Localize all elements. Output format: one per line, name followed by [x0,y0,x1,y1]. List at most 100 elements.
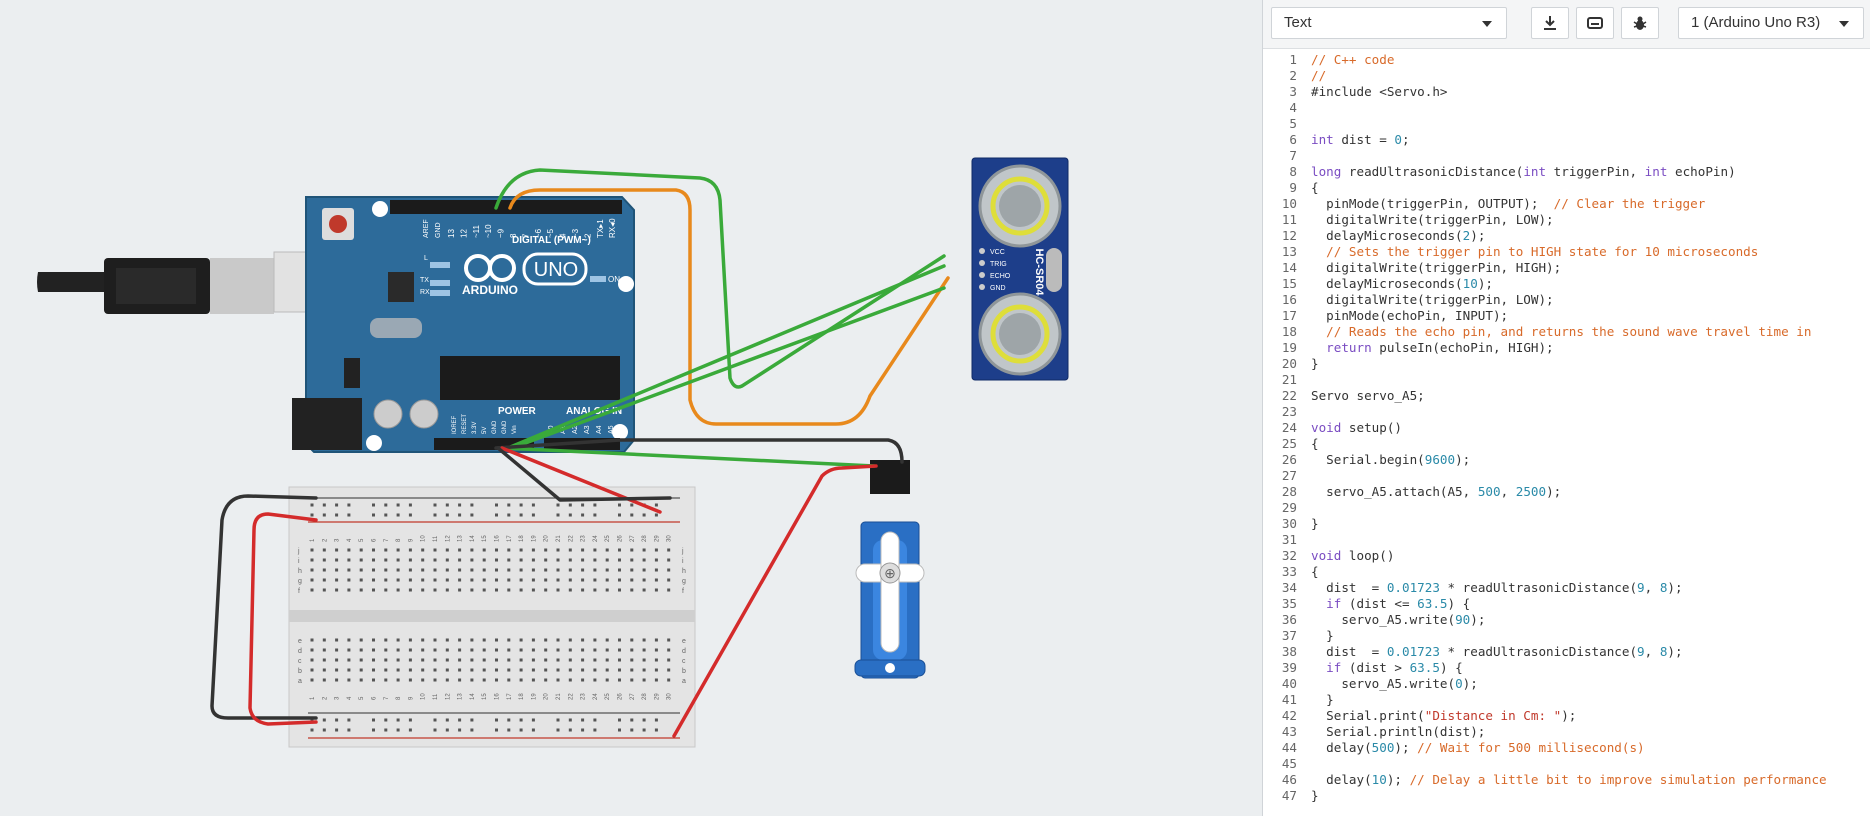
code-line[interactable]: ​ [1311,500,1827,516]
code-line[interactable]: delayMicroseconds(10); [1311,276,1827,292]
breadboard-column-number: 13 [458,535,464,542]
code-line[interactable]: servo_A5.write(0); [1311,676,1827,692]
code-token: 10 [1371,772,1387,787]
upload-button[interactable] [1576,7,1614,39]
code-line[interactable]: int dist = 0; [1311,132,1827,148]
code-line[interactable]: if (dist > 63.5) { [1311,660,1827,676]
sensor-pin[interactable] [979,248,985,254]
code-mode-dropdown[interactable]: Text [1271,7,1507,39]
line-number: 39 [1281,660,1297,675]
code-token: // [1311,68,1327,83]
code-line[interactable]: // [1311,68,1827,84]
code-line[interactable]: digitalWrite(triggerPin, LOW); [1311,292,1827,308]
code-line[interactable]: ​ [1311,404,1827,420]
code-line[interactable]: dist = 0.01723 * readUltrasonicDistance(… [1311,644,1827,660]
line-number: 23 [1281,404,1297,419]
code-line[interactable]: void setup() [1311,420,1827,436]
circuit-svg[interactable]: UNO ARDUINO DIGITAL (PWM~) POWER ANALOG … [0,0,1262,816]
code-line[interactable]: delayMicroseconds(2); [1311,228,1827,244]
breadboard-row-letter: c [682,658,686,665]
code-line[interactable]: servo_A5.attach(A5, 500, 2500); [1311,484,1827,500]
code-token: echoPin) [1667,164,1736,179]
code-line[interactable]: Servo servo_A5; [1311,388,1827,404]
code-line[interactable]: ​ [1311,468,1827,484]
code-line[interactable]: } [1311,356,1827,372]
download-button[interactable] [1531,7,1569,39]
code-token: dist = [1311,644,1387,659]
breadboard-column-number: 10 [421,535,427,542]
code-line[interactable]: pinMode(triggerPin, OUTPUT); // Clear th… [1311,196,1827,212]
breadboard-column-number: 29 [654,693,660,700]
breadboard-row-letter: j [297,548,300,555]
code-line[interactable]: void loop() [1311,548,1827,564]
code-line[interactable]: return pulseIn(echoPin, HIGH); [1311,340,1827,356]
code-line[interactable]: // Sets the trigger pin to HIGH state fo… [1311,244,1827,260]
servo-motor[interactable]: ⊕ [854,460,926,679]
code-line[interactable]: } [1311,788,1827,804]
code-line[interactable]: ​ [1311,100,1827,116]
code-line[interactable]: } [1311,516,1827,532]
code-line[interactable]: Serial.print("Distance in Cm: "); [1311,708,1827,724]
code-line[interactable]: { [1311,564,1827,580]
code-line[interactable]: digitalWrite(triggerPin, LOW); [1311,212,1827,228]
breadboard-column-number: 18 [519,693,525,700]
debug-button[interactable] [1621,7,1659,39]
code-line[interactable]: #include <Servo.h> [1311,84,1827,100]
line-number: 40 [1281,676,1297,691]
line-number: 5 [1289,116,1297,131]
code-line[interactable]: ​ [1311,116,1827,132]
code-line[interactable]: if (dist <= 63.5) { [1311,596,1827,612]
code-line[interactable]: { [1311,436,1827,452]
breadboard-holes[interactable] [310,503,671,732]
code-token: , [1644,580,1660,595]
code-line[interactable]: ​ [1311,532,1827,548]
code-line[interactable]: ​ [1311,372,1827,388]
line-number: 17 [1281,308,1297,323]
code-line[interactable]: delay(10); // Delay a little bit to impr… [1311,772,1826,788]
wires[interactable] [210,168,950,738]
sensor-pin[interactable] [979,260,985,266]
code-line[interactable]: ​ [1311,148,1827,164]
circuit-canvas[interactable]: UNO ARDUINO DIGITAL (PWM~) POWER ANALOG … [0,0,1262,816]
breadboard-column-number: 4 [347,696,353,700]
breadboard-row-letter: g [298,578,302,585]
code-line[interactable]: servo_A5.write(90); [1311,612,1827,628]
digital-pin-label: 8 [509,233,518,238]
code-token: setup() [1341,420,1403,435]
breadboard-column-number: 19 [531,535,537,542]
code-line[interactable]: { [1311,180,1827,196]
sensor-pin[interactable] [979,272,985,278]
code-line[interactable]: Serial.println(dist); [1311,724,1827,740]
arduino-board[interactable]: UNO ARDUINO DIGITAL (PWM~) POWER ANALOG … [292,196,635,453]
code-token: delay( [1311,772,1372,787]
code-token: 2 [1462,228,1471,243]
code-line[interactable]: ​ [1311,756,1827,772]
code-line[interactable]: Serial.begin(9600); [1311,452,1827,468]
breadboard-column-number: 5 [359,538,365,542]
code-line[interactable]: pinMode(echoPin, INPUT); [1311,308,1827,324]
code-text[interactable]: // C++ code//#include <Servo.h>​​int dis… [1311,52,1827,804]
code-line[interactable]: } [1311,628,1827,644]
code-token: int [1311,132,1334,147]
code-line[interactable]: dist = 0.01723 * readUltrasonicDistance(… [1311,580,1827,596]
board-selector-dropdown[interactable]: 1 (Arduino Uno R3) [1678,7,1864,39]
code-line[interactable]: digitalWrite(triggerPin, HIGH); [1311,260,1827,276]
code-line[interactable]: long readUltrasonicDistance(int triggerP… [1311,164,1827,180]
code-line[interactable]: delay(500); // Wait for 500 millisecond(… [1311,740,1827,756]
code-line[interactable]: // C++ code [1311,52,1827,68]
breadboard-row-letter: c [298,658,302,665]
code-token: 0.01723 [1386,644,1440,659]
breadboard-column-number: 29 [654,535,660,542]
breadboard-column-number: 22 [568,693,574,700]
line-number: 19 [1281,340,1297,355]
code-token: ); [1455,452,1471,467]
board-model-label: UNO [534,259,578,281]
code-line[interactable]: // Reads the echo pin, and returns the s… [1311,324,1827,340]
breadboard-column-number: 27 [630,693,636,700]
sensor-pin[interactable] [979,284,985,290]
code-line[interactable]: } [1311,692,1827,708]
breadboard-column-number: 8 [396,696,402,700]
